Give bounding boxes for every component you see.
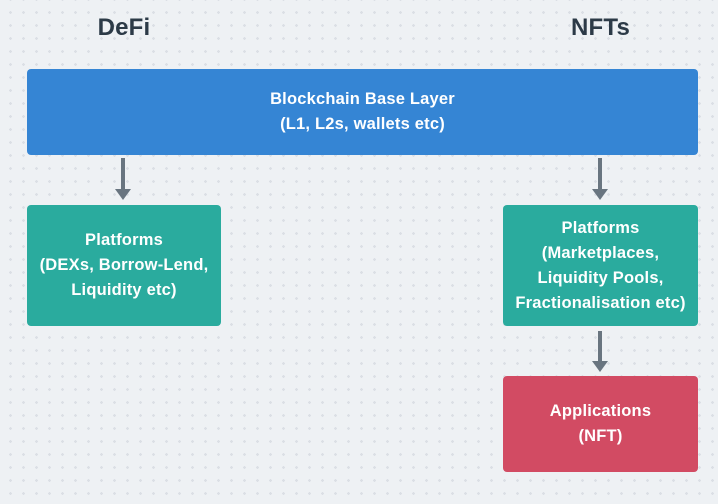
down-arrow-base-to-defi-platforms bbox=[115, 158, 131, 200]
arrow-head-icon bbox=[115, 189, 131, 200]
node-text-line: (Marketplaces, bbox=[541, 243, 660, 262]
node-defi-platforms: Platforms (DEXs, Borrow-Lend, Liquidity … bbox=[27, 205, 221, 326]
node-blockchain-base-layer: Blockchain Base Layer (L1, L2s, wallets … bbox=[27, 69, 698, 155]
node-text-line: (DEXs, Borrow-Lend, bbox=[39, 256, 209, 274]
node-nft-applications: Applications (NFT) bbox=[503, 376, 698, 472]
down-arrow-nft-platforms-to-applications bbox=[592, 331, 608, 372]
node-text-line: (L1, L2s, wallets etc) bbox=[280, 115, 445, 133]
node-text-line: Applications bbox=[549, 402, 652, 420]
node-text-line: Platforms bbox=[561, 218, 640, 237]
arrow-stem bbox=[598, 331, 602, 361]
node-text-line: Blockchain Base Layer bbox=[270, 90, 455, 108]
arrow-stem bbox=[121, 158, 125, 189]
node-text-line: Liquidity Pools, bbox=[537, 268, 664, 287]
node-text-line: Platforms bbox=[85, 231, 163, 249]
node-text-line: (NFT) bbox=[578, 427, 623, 445]
column-header-nfts: NFTs bbox=[570, 14, 631, 41]
arrow-stem bbox=[598, 158, 602, 189]
arrow-head-icon bbox=[592, 361, 608, 372]
down-arrow-base-to-nft-platforms bbox=[592, 158, 608, 200]
node-nft-platforms: Platforms (Marketplaces, Liquidity Pools… bbox=[503, 205, 698, 326]
node-text-line: Liquidity etc) bbox=[71, 281, 177, 299]
arrow-head-icon bbox=[592, 189, 608, 200]
node-text-line: Fractionalisation etc) bbox=[515, 293, 686, 312]
column-header-defi: DeFi bbox=[97, 14, 151, 41]
